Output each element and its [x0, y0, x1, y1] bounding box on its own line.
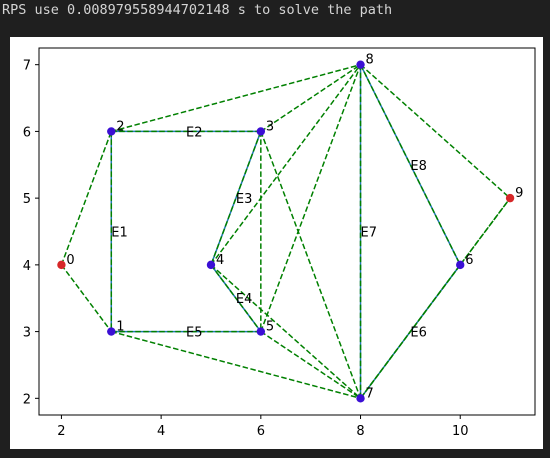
path-edge-4-8 — [210, 64, 362, 266]
node-3-marker — [256, 127, 266, 136]
node-2-label: 2 — [116, 119, 124, 134]
edge-label-E7: E7 — [361, 226, 378, 241]
edge-label-E5: E5 — [186, 326, 203, 341]
path-edge-0-1 — [60, 264, 112, 333]
y-tick-label-4: 4 — [23, 259, 31, 274]
y-tick-label-3: 3 — [23, 326, 31, 341]
node-labels: 0 1 2 3 4 5 6 7 8 9 — [66, 53, 523, 402]
node-9-label: 9 — [515, 186, 523, 201]
node-6-marker — [456, 260, 465, 270]
node-7-marker — [356, 394, 365, 403]
path-edges — [60, 63, 511, 400]
node-4-label: 4 — [216, 253, 224, 268]
node-1-marker — [107, 327, 116, 336]
edge-label-E3: E3 — [236, 192, 253, 207]
x-axis-ticks: 2 4 6 8 10 — [57, 415, 468, 439]
path-edge-1-7 — [111, 330, 361, 400]
node-0-label: 0 — [66, 253, 74, 268]
node-0-marker — [57, 260, 66, 270]
path-edge-3-8 — [260, 64, 361, 133]
x-tick-label-4: 4 — [157, 424, 165, 439]
obstacle-edge-3-4 — [210, 131, 262, 266]
x-tick-label-8: 8 — [356, 424, 364, 439]
edge-label-E4: E4 — [236, 292, 253, 307]
node-6-label: 6 — [465, 253, 473, 268]
path-edge-5-7 — [260, 330, 361, 399]
path-edge-2-8 — [111, 63, 361, 133]
node-8-marker — [356, 60, 365, 69]
y-tick-label-2: 2 — [23, 392, 31, 407]
y-tick-label-6: 6 — [23, 125, 31, 140]
node-5-marker — [256, 327, 266, 336]
x-tick-label-10: 10 — [452, 424, 469, 439]
node-1-label: 1 — [116, 320, 124, 335]
solve-time-output: RPS use 0.008979558944702148 s to solve … — [2, 2, 393, 18]
path-edge-4-7 — [210, 264, 362, 399]
graph-nodes — [57, 60, 515, 403]
y-tick-label-7: 7 — [23, 59, 31, 74]
node-3-label: 3 — [266, 119, 274, 134]
node-9-marker — [505, 193, 515, 203]
node-7-label: 7 — [366, 386, 374, 401]
path-edge-8-9 — [360, 64, 511, 199]
path-edge-3-7 — [260, 131, 362, 399]
node-4-marker — [206, 260, 216, 270]
x-tick-label-6: 6 — [257, 424, 265, 439]
path-edge-0-2 — [60, 131, 112, 266]
y-tick-label-5: 5 — [23, 192, 31, 207]
x-tick-label-2: 2 — [57, 424, 65, 439]
node-8-label: 8 — [366, 53, 374, 68]
axes-frame — [38, 47, 536, 416]
path-edge-7-9 — [359, 197, 511, 399]
path-edge-8-6 — [359, 64, 461, 266]
obstacle-edges — [110, 64, 461, 399]
edge-label-E2: E2 — [186, 125, 203, 140]
edge-label-E6: E6 — [410, 326, 427, 341]
node-5-label: 5 — [266, 320, 274, 335]
edge-label-E8: E8 — [410, 159, 427, 174]
node-2-marker — [107, 127, 116, 136]
path-edge-5-8 — [260, 64, 362, 332]
path-edge-4-5 — [210, 264, 262, 333]
y-axis-ticks: 2 3 4 5 6 7 — [23, 59, 39, 407]
edge-label-E1: E1 — [111, 226, 128, 241]
